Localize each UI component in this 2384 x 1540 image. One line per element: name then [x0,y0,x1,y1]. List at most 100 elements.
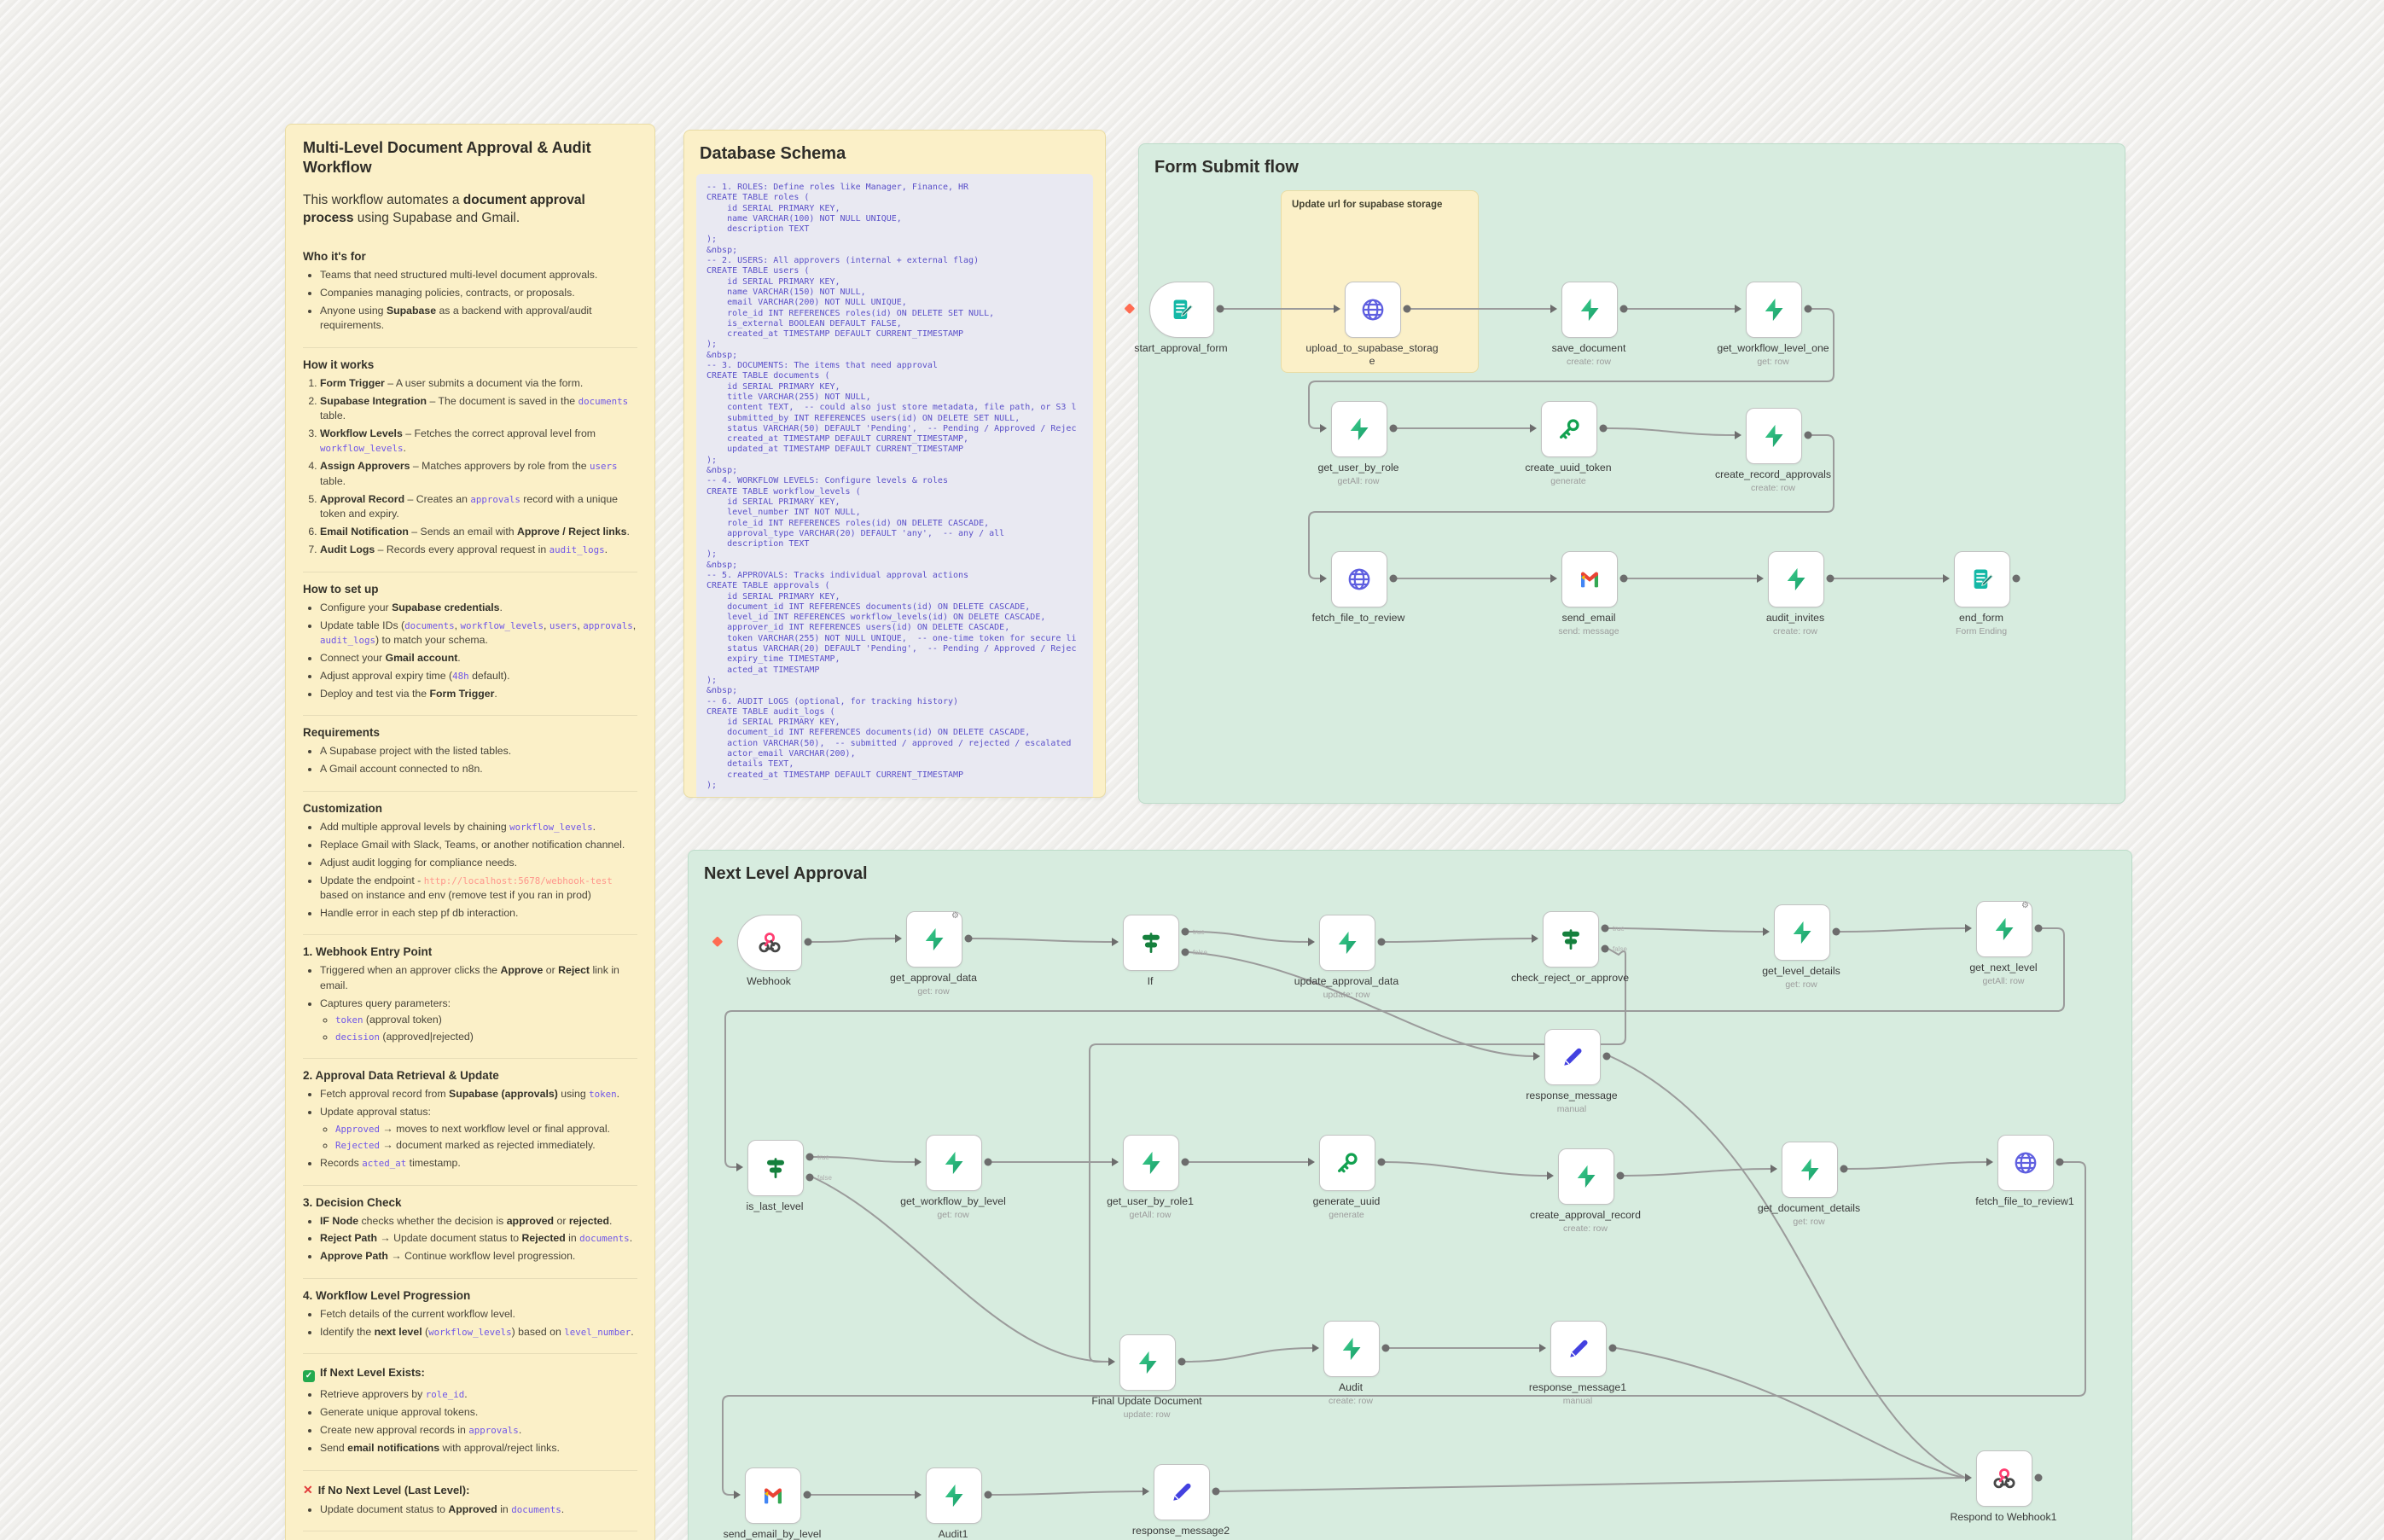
doc-note-sections: Who it's forTeams that need structured m… [303,250,637,1540]
node-response-message[interactable] [1544,1029,1601,1085]
list-item: Teams that need structured multi-level d… [320,268,637,282]
list-item: Send email notifications with approval/r… [320,1441,637,1456]
node-start-approval-form[interactable] [1149,282,1214,338]
list-item: Create new approval records in approvals… [320,1423,637,1438]
node-create-approval-record[interactable] [1558,1148,1614,1205]
node-save-document[interactable] [1561,282,1618,338]
node-is-last-level[interactable] [747,1140,804,1196]
node-update-approval-data[interactable] [1319,915,1375,971]
key-icon [1334,1150,1360,1176]
section-heading: ✕If No Next Level (Last Level): [303,1482,470,1496]
sticky-note-documentation[interactable]: Multi-Level Document Approval & Audit Wo… [285,124,655,1540]
list-item: Fetch approval record from Supabase (app… [320,1087,637,1101]
node-fetch-file-to-review[interactable] [1331,551,1387,607]
supabase-icon [1573,1164,1599,1189]
node-get-level-details[interactable] [1774,904,1830,961]
webhook-icon [757,930,782,956]
form-icon [1969,567,1995,592]
list-item: Companies managing policies, contracts, … [320,286,637,300]
schema-sql-code: -- 1. ROLES: Define roles like Manager, … [696,174,1093,797]
node-audit[interactable] [1323,1321,1380,1377]
supabase-icon [1138,1150,1164,1176]
supabase-icon [1797,1157,1823,1183]
section-list: Triggered when an approver clicks the Ap… [303,963,637,1044]
node-audit1[interactable] [926,1467,982,1524]
section-list: Update document status to Approved in do… [303,1502,637,1517]
section-divider [303,934,637,936]
node-check-reject-or-approve[interactable] [1543,911,1599,968]
node-response-message2[interactable] [1154,1464,1210,1520]
list-item: Connect your Gmail account. [320,651,637,665]
node-if[interactable] [1123,915,1179,971]
supabase-icon [1334,930,1360,956]
supabase-icon [1761,297,1787,323]
node-end-form[interactable] [1954,551,2010,607]
node-get-approval-data[interactable]: ⚙ [906,911,962,968]
section-heading: 3. Decision Check [303,1195,402,1209]
gear-icon: ⚙ [2021,901,2029,910]
sticky-note-next-level-approval[interactable]: Next Level Approval [688,850,2132,1540]
schema-note-title: Database Schema [700,144,846,163]
supabase-icon [1783,567,1809,592]
if-icon [763,1155,788,1181]
node-generate-uuid[interactable] [1319,1135,1375,1191]
trigger-pin-icon [1125,303,1135,314]
list-item: Form Trigger – A user submits a document… [320,376,637,391]
list-item: A Supabase project with the listed table… [320,744,637,758]
supabase-icon [1339,1336,1364,1362]
list-item: Update approval status:Approved → moves … [320,1105,637,1153]
node-get-user-by-role1[interactable] [1123,1135,1179,1191]
node-upload-to-supabase-storage[interactable] [1345,282,1401,338]
gmail-icon [1577,567,1602,592]
gear-icon: ⚙ [951,911,959,921]
edit-icon [1169,1479,1195,1505]
node-fetch-file-to-review1[interactable] [1997,1135,2054,1191]
sticky-note-form-submit-flow[interactable]: Form Submit flow Update url for supabase… [1138,143,2125,804]
section-heading: Who it's for [303,249,366,263]
section-list: A Supabase project with the listed table… [303,744,637,776]
section-divider [303,1469,637,1471]
supabase-icon [1761,423,1787,449]
edit-icon [1560,1044,1585,1070]
node-webhook[interactable] [737,915,802,971]
section-divider [303,1353,637,1355]
node-create-record-approvals[interactable] [1746,408,1802,464]
node-send-email[interactable] [1561,551,1618,607]
section-divider [303,1277,637,1279]
list-item: Add multiple approval levels by chaining… [320,820,637,834]
node-get-user-by-role[interactable] [1331,401,1387,457]
next-level-title: Next Level Approval [704,864,868,883]
node-response-message1[interactable] [1550,1321,1607,1377]
if-icon [1138,930,1164,956]
list-item: Adjust approval expiry time (48h default… [320,669,637,683]
node-create-uuid-token[interactable] [1541,401,1597,457]
http-icon [2013,1150,2038,1176]
list-item: Reject Path → Update document status to … [320,1231,637,1246]
supabase-icon [941,1483,967,1508]
section-divider [303,790,637,792]
edit-icon [1566,1336,1591,1362]
section-list: Retrieve approvers by role_id.Generate u… [303,1387,637,1456]
sub-list-item: token (approval token) [335,1013,637,1027]
node-get-workflow-by-level[interactable] [926,1135,982,1191]
gmail-icon [760,1483,786,1508]
sticky-note-database-schema[interactable]: Database Schema -- 1. ROLES: Define role… [683,130,1106,798]
list-item: Fetch details of the current workflow le… [320,1307,637,1322]
node-send-email-by-level[interactable] [745,1467,801,1524]
node-get-workflow-level-one[interactable] [1746,282,1802,338]
sub-list-item: decision (approved|rejected) [335,1030,637,1044]
node-audit-invites[interactable] [1768,551,1824,607]
section-list: Form Trigger – A user submits a document… [303,376,637,558]
node-final-update-document[interactable] [1119,1334,1176,1391]
list-item: Anyone using Supabase as a backend with … [320,304,637,334]
list-item: Update table IDs (documents, workflow_le… [320,619,637,648]
http-icon [1346,567,1372,592]
node-get-document-details[interactable] [1782,1142,1838,1198]
node-respond-to-webhook1[interactable] [1976,1450,2032,1507]
list-item: Captures query parameters:token (approva… [320,997,637,1044]
supabase-icon [1577,297,1602,323]
section-heading: 4. Workflow Level Progression [303,1288,471,1302]
node-get-next-level[interactable]: ⚙ [1976,901,2032,957]
list-item: Update document status to Approved in do… [320,1502,637,1517]
